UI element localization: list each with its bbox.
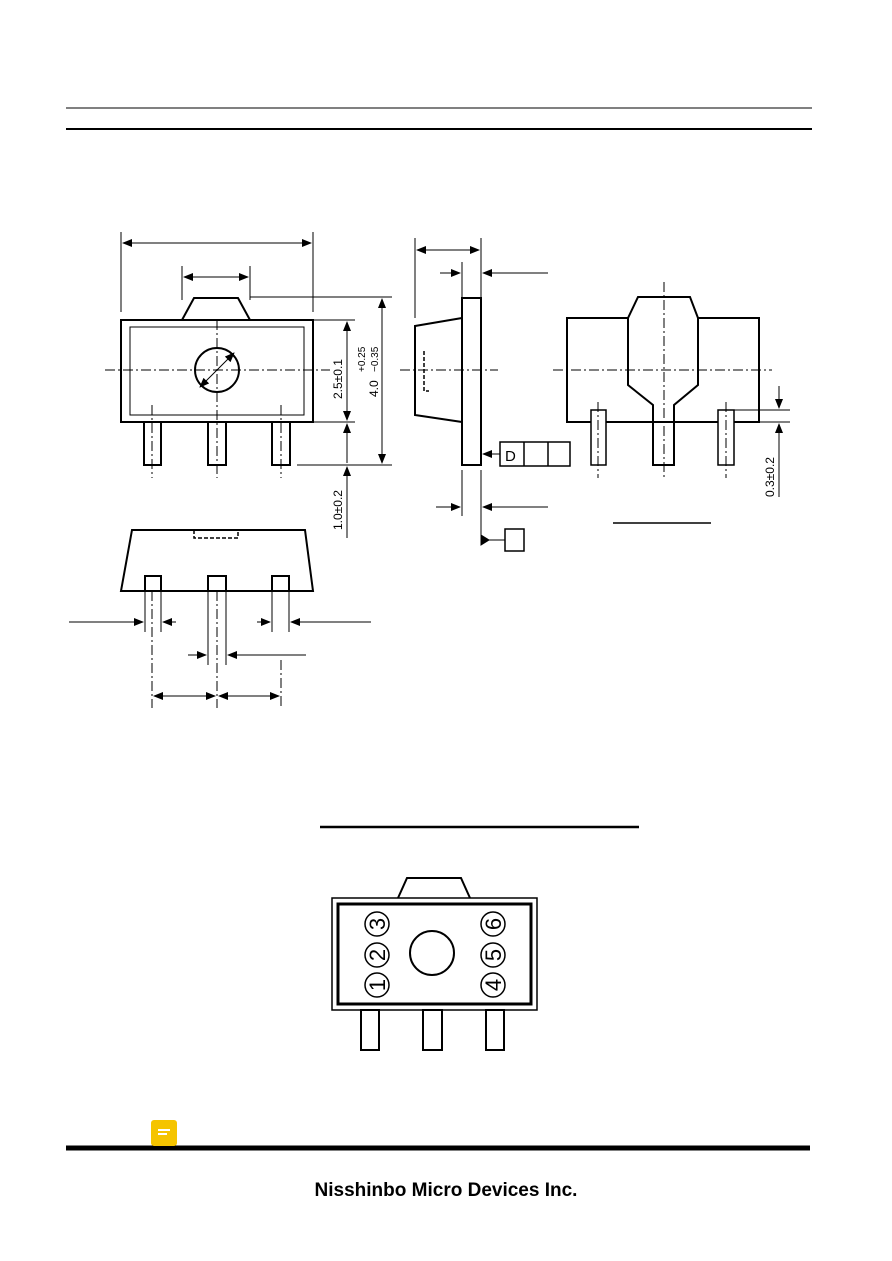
body-height-label: 2.5±0.1: [331, 359, 345, 399]
pin-5-label: 5: [481, 949, 506, 961]
front-view: [69, 529, 371, 708]
top-view: [105, 232, 392, 538]
marking-view: [320, 825, 639, 1051]
side-view: [400, 238, 571, 552]
top-view-labels: 2.5±0.1 4.0 +0.25 −0.35 1.0±0.2: [331, 346, 381, 530]
total-height-label: 4.0: [367, 380, 381, 397]
datum-letter: D: [505, 448, 516, 465]
pin-2-label: 2: [365, 949, 390, 961]
pin-4-label: 4: [481, 979, 506, 991]
pin-6-label: 6: [481, 918, 506, 930]
lead-length-label: 1.0±0.2: [331, 490, 345, 530]
comment-icon[interactable]: [151, 1120, 177, 1146]
header-rules: [66, 107, 812, 130]
company-name: Nisshinbo Micro Devices Inc.: [314, 1180, 578, 1201]
total-height-tol-minus: −0.35: [370, 346, 381, 372]
total-height-tol-plus: +0.25: [357, 346, 368, 372]
standoff-label: 0.3±0.2: [763, 457, 777, 497]
back-view: [553, 282, 790, 524]
pin-1-label: 1: [365, 979, 390, 991]
pin-3-label: 3: [365, 918, 390, 930]
pin-labels: 1 2 3 4 5 6: [365, 918, 506, 991]
